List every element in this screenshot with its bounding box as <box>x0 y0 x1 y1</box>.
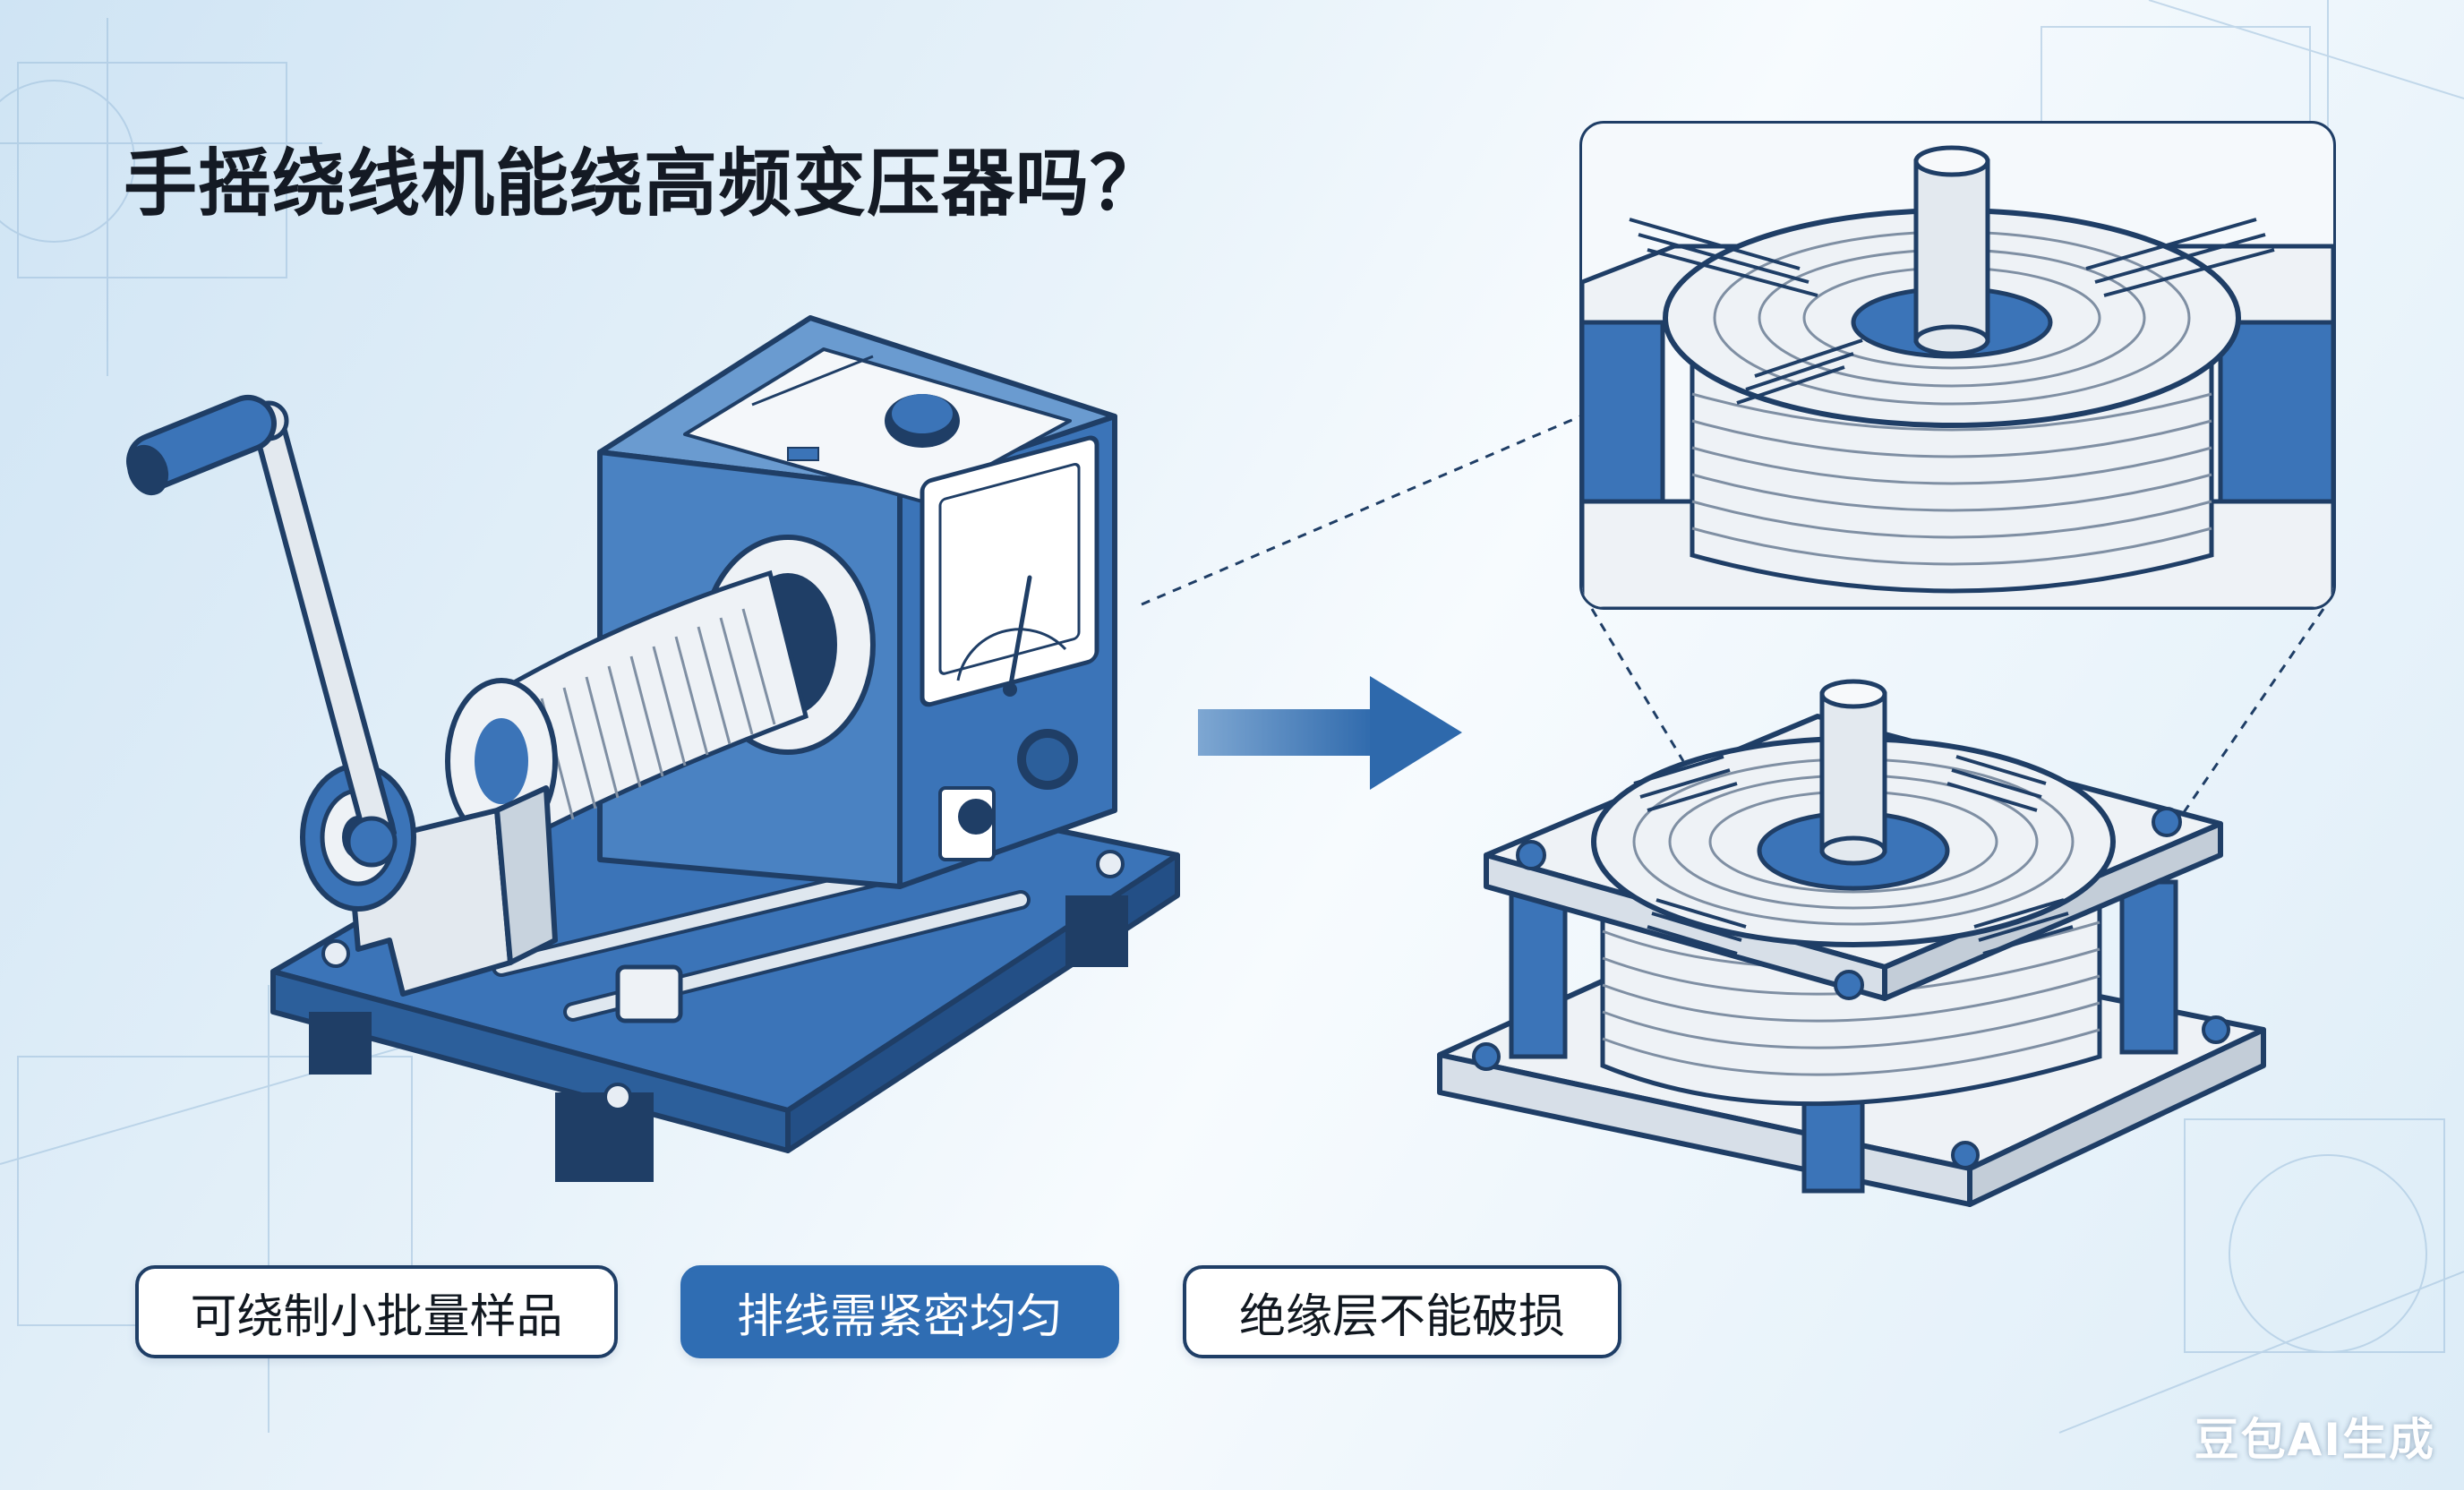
tag-insulation: 绝缘层不能破损 <box>1183 1265 1621 1358</box>
high-frequency-transformer <box>1437 679 2266 1207</box>
wire-spool <box>499 569 808 836</box>
ai-watermark: 豆包AI生成 <box>2194 1414 2435 1466</box>
right-arrow-icon <box>1198 676 1462 790</box>
hand-crank-winding-machine <box>126 315 1180 1182</box>
tag-small-batch: 可绕制小批量样品 <box>135 1265 618 1358</box>
page-title: 手摇绕线机能绕高频变压器吗？ <box>124 141 1165 227</box>
tag-tight-winding: 排线需紧密均匀 <box>680 1265 1119 1358</box>
detail-connector-lines <box>1141 415 2325 838</box>
coil-closeup-detail <box>1579 121 2336 610</box>
